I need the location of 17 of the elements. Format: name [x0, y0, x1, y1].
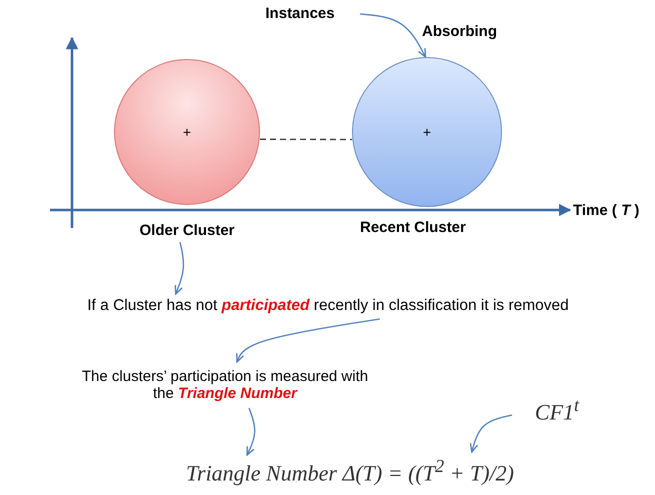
text-label: Instances [265, 4, 335, 22]
arrow [236, 318, 380, 363]
dashed-line [260, 138, 352, 140]
centroid-mark: + [422, 124, 432, 140]
centroid-mark: + [182, 124, 192, 140]
arrow [470, 414, 512, 453]
text-label: If a Cluster has not participated recently in classification it is removed [87, 297, 569, 315]
text-label: Recent Cluster [360, 219, 466, 236]
text-label: Older Cluster [139, 222, 235, 238]
formula-text: Triangle Number Δ(T) = ((T$^{2}$ + T)/2) [186, 456, 514, 486]
arrow [174, 242, 184, 295]
arrow [246, 408, 256, 456]
formula-text: CF1$^{t}$ [534, 394, 580, 426]
text-label: The clusters’ participation is measured with the Triangle Number [80, 368, 370, 402]
arrow [360, 13, 426, 58]
axis-label: Time ( T ) [573, 202, 640, 219]
edge-label: Absorbing [422, 23, 497, 40]
